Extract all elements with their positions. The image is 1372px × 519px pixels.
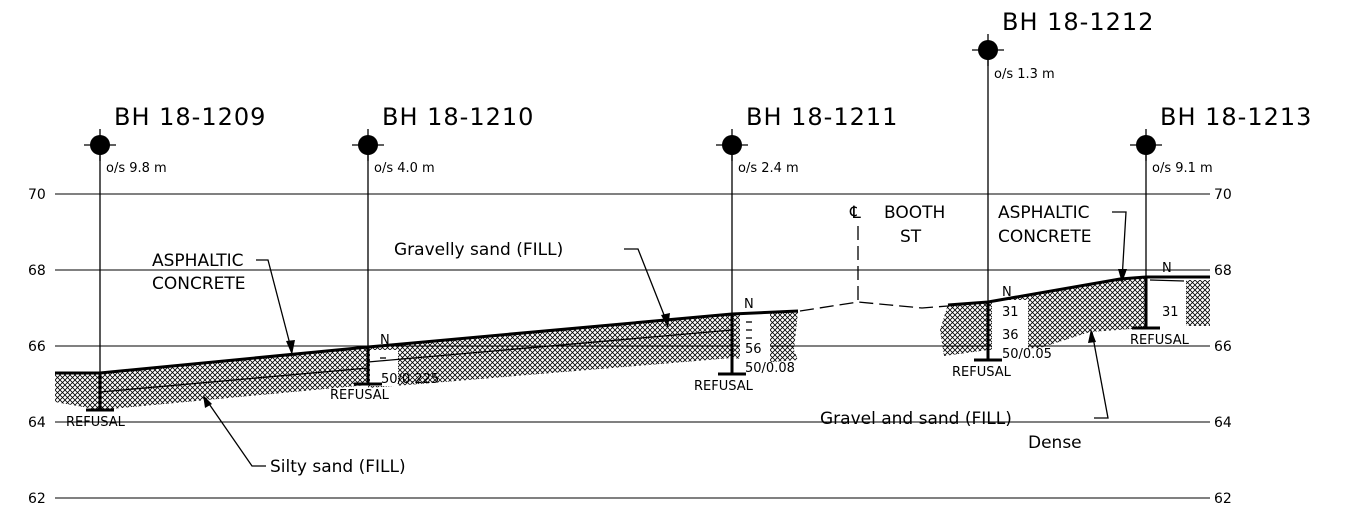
bh1210-marker-icon	[352, 129, 384, 161]
bh1210-refusal-label: REFUSAL	[330, 388, 390, 403]
bh1209-title: BH 18-1209	[114, 103, 266, 131]
bh1211-refusal-label: REFUSAL	[694, 379, 754, 394]
bh1210-title: BH 18-1210	[382, 103, 534, 131]
fill-zone-right-strip	[1186, 280, 1210, 326]
elev-right-68: 68	[1214, 263, 1232, 279]
asphaltic-right-arrowhead	[1118, 269, 1127, 283]
booth-st-label-line1: BOOTH	[884, 203, 945, 223]
bh1212-offset: o/s 1.3 m	[994, 67, 1055, 82]
bh1212-marker-icon	[972, 34, 1004, 66]
bh1213-n-value-1: 31	[1162, 305, 1179, 320]
bh1211-n-value-2: 50/0.08	[745, 361, 795, 376]
borehole-stems	[86, 50, 1160, 412]
elev-left-70: 70	[28, 187, 46, 203]
elevation-labels-right: 70 68 66 64 62	[1214, 187, 1232, 507]
asphaltic-right-leader	[1112, 211, 1127, 281]
interface-line-1	[99, 367, 369, 393]
ground-surface-right	[947, 275, 1210, 307]
gravelly-sand-fill-zone	[368, 312, 798, 388]
bh1210-value-panel	[370, 350, 398, 386]
elev-left-66: 66	[28, 339, 46, 355]
elev-left-64: 64	[28, 415, 46, 431]
gravel-and-sand-leader	[1091, 331, 1109, 419]
booth-st-label-line2: ST	[900, 227, 922, 247]
elev-right-66: 66	[1214, 339, 1232, 355]
elev-left-68: 68	[28, 263, 46, 279]
asphaltic-label-left-line2: CONCRETE	[152, 274, 246, 294]
bh1210-n-label: N	[380, 333, 390, 348]
asphaltic-label-left-line1: ASPHALTIC	[152, 251, 243, 271]
bh1213-offset: o/s 9.1 m	[1152, 161, 1213, 176]
borehole-markers	[84, 34, 1162, 161]
gravelly-sand-leader	[624, 248, 669, 326]
bh1212-n-value-1: 31	[1002, 305, 1019, 320]
bh1213-n-label: N	[1162, 261, 1172, 276]
borehole-offsets: o/s 9.8 m o/s 4.0 m o/s 2.4 m o/s 1.3 m …	[106, 67, 1213, 176]
bh1210-n-value-1: 50/0.225	[381, 372, 439, 387]
bh1212-refusal-label: REFUSAL	[952, 365, 1012, 380]
bh1209-refusal-label: REFUSAL	[66, 415, 126, 430]
gravel-and-sand-arrowhead	[1088, 329, 1096, 343]
bh1213-marker-icon	[1130, 129, 1162, 161]
silty-sand-fill-zone	[55, 348, 368, 410]
ground-surface-under-booth-st	[799, 301, 949, 312]
silty-sand-label: Silty sand (FILL)	[270, 457, 406, 477]
elev-right-62: 62	[1214, 491, 1232, 507]
gravel-and-sand-fill-zone	[940, 278, 1146, 356]
asphaltic-label-right-line2: CONCRETE	[998, 227, 1092, 247]
bh1211-title: BH 18-1211	[746, 103, 898, 131]
bh1212-n-value-2: 36	[1002, 328, 1019, 343]
bh1213-refusal-label: REFUSAL	[1130, 333, 1190, 348]
sample-markers	[380, 321, 752, 359]
soil-labels: ASPHALTIC CONCRETE Gravelly sand (FILL) …	[152, 203, 1127, 477]
bh1213-value-panel	[1150, 278, 1184, 322]
bh1211-offset: o/s 2.4 m	[738, 161, 799, 176]
bh1212-title: BH 18-1212	[1002, 8, 1154, 36]
dense-label: Dense	[1028, 433, 1082, 453]
bh1212-n-label: N	[1002, 285, 1012, 300]
silty-sand-arrowhead	[203, 395, 212, 408]
elev-right-70: 70	[1214, 187, 1232, 203]
bh1211-value-panel	[740, 312, 770, 374]
bh1209-offset: o/s 9.8 m	[106, 161, 167, 176]
borehole-value-panels	[370, 278, 1184, 386]
bh1211-n-label: N	[744, 297, 754, 312]
bh1209-marker-icon	[84, 129, 116, 161]
refusal-labels: REFUSAL REFUSAL REFUSAL REFUSAL REFUSAL	[66, 333, 1190, 430]
borehole-titles: BH 18-1209 BH 18-1210 BH 18-1211 BH 18-1…	[114, 8, 1312, 131]
fill-interface-lines	[99, 279, 1185, 393]
n-value-headers: N N N N	[380, 261, 1172, 348]
asphaltic-left-arrowhead	[286, 340, 295, 355]
booth-st-centerline: ℄ BOOTH ST	[849, 203, 945, 304]
gravel-and-sand-label: Gravel and sand (FILL)	[820, 409, 1012, 429]
bh1210-offset: o/s 4.0 m	[374, 161, 435, 176]
bh1212-n-value-3: 50/0.05	[1002, 347, 1052, 362]
elev-left-62: 62	[28, 491, 46, 507]
gravelly-sand-label: Gravelly sand (FILL)	[394, 240, 563, 260]
centerline-symbol: ℄	[849, 203, 861, 223]
bh1211-marker-icon	[716, 129, 748, 161]
bh1212-value-panel	[992, 300, 1028, 356]
silty-sand-leader	[204, 397, 266, 467]
n-values: 50/0.225 56 50/0.08 31 36 50/0.05 31	[381, 305, 1179, 387]
interface-line-3	[1149, 279, 1185, 282]
interface-line-2	[367, 329, 733, 363]
elevation-labels-left: 70 68 66 64 62	[28, 187, 46, 507]
bh1211-n-value-1: 56	[745, 342, 762, 357]
asphaltic-left-leader	[256, 259, 293, 353]
gravelly-sand-arrowhead	[661, 313, 670, 328]
fill-zones	[55, 278, 1210, 410]
asphaltic-label-right-line1: ASPHALTIC	[998, 203, 1089, 223]
elev-right-64: 64	[1214, 415, 1232, 431]
bh1213-title: BH 18-1213	[1160, 103, 1312, 131]
